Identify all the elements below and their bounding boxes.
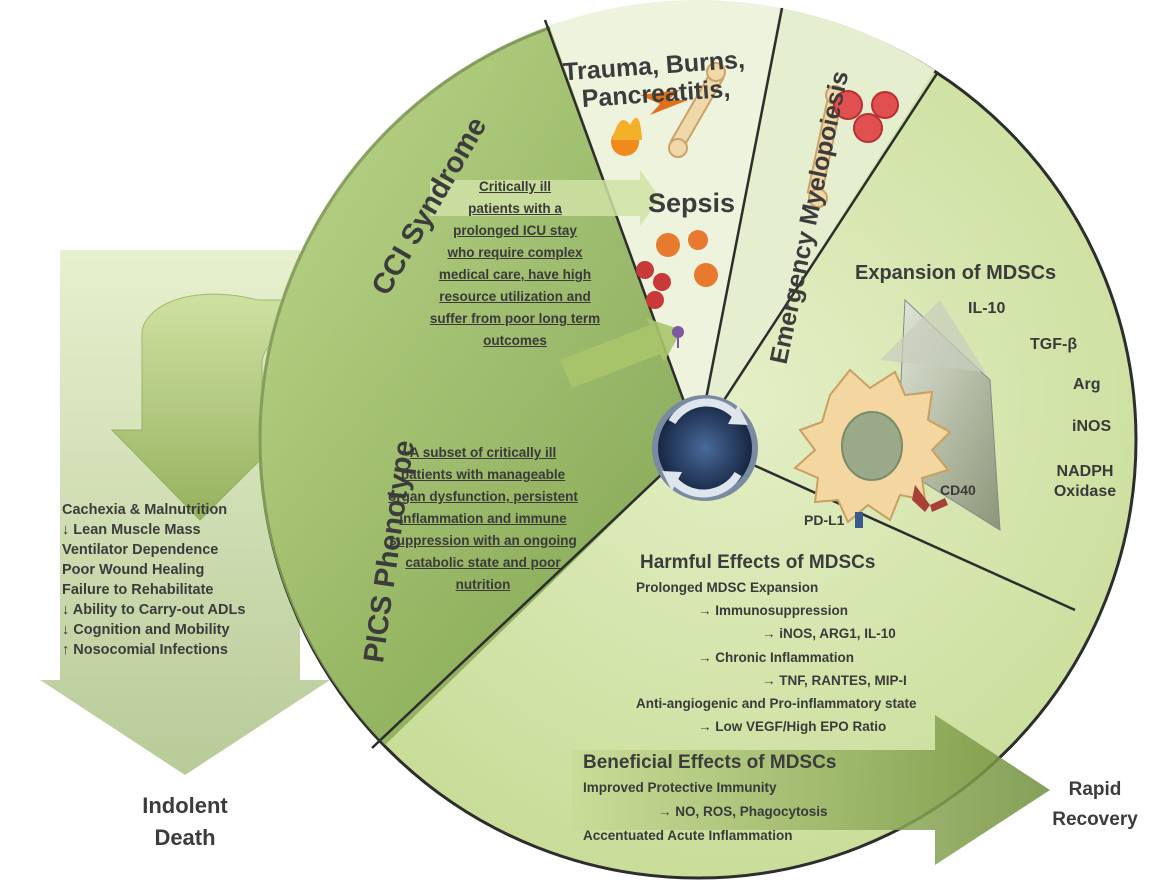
outcome-item: Failure to Rehabilitate <box>62 582 214 598</box>
harmful-line-2: → Immunosuppression <box>698 603 849 618</box>
harmful-line-5: → TNF, RANTES, MIP-I <box>762 673 907 688</box>
beneficial-title: Beneficial Effects of MDSCs <box>583 752 837 773</box>
cd40-label: CD40 <box>940 482 976 498</box>
beneficial-line-3: Accentuated Acute Inflammation <box>583 828 793 843</box>
cd40-receptor <box>912 485 948 512</box>
outcome-item: ↓ Ability to Carry-out ADLs <box>62 602 246 618</box>
harmful-title: Harmful Effects of MDSCs <box>640 552 876 573</box>
bone-icon-1 <box>668 62 726 158</box>
pics-arrow <box>560 318 682 388</box>
pd-l1-label: PD-L1 <box>804 512 845 528</box>
mediator-tgfb: TGF-β <box>1030 336 1078 353</box>
indolent-death-label: Indolent Death <box>142 793 228 850</box>
harmful-line-7: → Low VEGF/High EPO Ratio <box>698 719 887 734</box>
outcome-item: ↓ Lean Muscle Mass <box>62 522 201 538</box>
outcome-item: Cachexia & Malnutrition <box>62 502 228 518</box>
trauma-segment <box>548 0 780 440</box>
outcomes-list: Cachexia & Malnutrition ↓ Lean Muscle Ma… <box>62 500 245 660</box>
harmful-line-4: → Chronic Inflammation <box>698 650 855 665</box>
outcome-item: Poor Wound Healing <box>62 562 205 578</box>
outcome-item: ↑ Nosocomial Infections <box>62 642 228 658</box>
pd-l1-receptor <box>855 512 863 528</box>
beneficial-line-2: → NO, ROS, Phagocytosis <box>658 804 828 819</box>
harmful-line-3: → iNOS, ARG1, IL-10 <box>762 626 896 641</box>
mediator-nadph: NADPH Oxidase <box>1053 463 1117 500</box>
beneficial-line-1: Improved Protective Immunity <box>583 780 777 795</box>
pics-description: A subset of critically ill patients with… <box>388 445 578 592</box>
harmful-line-1: Prolonged MDSC Expansion <box>636 580 819 595</box>
harmful-line-6: Anti-angiogenic and Pro-inflammatory sta… <box>636 696 917 711</box>
rapid-recovery-label: Rapid Recovery <box>1052 779 1138 830</box>
outcome-item: ↓ Cognition and Mobility <box>62 622 230 638</box>
mdsc-nucleus <box>841 411 903 481</box>
mediator-arg: Arg <box>1073 376 1101 393</box>
expansion-title: Expansion of MDSCs <box>855 262 1057 284</box>
red-cells <box>833 90 899 143</box>
mediator-il10: IL-10 <box>968 300 1006 317</box>
sepsis-title: Sepsis <box>648 188 736 218</box>
rapid-recovery-arrow <box>572 715 1050 865</box>
indolent-death-arrow <box>40 250 330 775</box>
mediator-inos: iNOS <box>1072 418 1112 435</box>
lightning-icon <box>640 90 688 115</box>
sepsis-arrow <box>430 170 660 226</box>
outcome-item: Ventilator Dependence <box>62 542 219 558</box>
cci-description: Critically ill patients with a prolonged… <box>429 179 601 348</box>
sepsis-cells <box>636 230 718 348</box>
bone-icon-2 <box>806 85 845 208</box>
